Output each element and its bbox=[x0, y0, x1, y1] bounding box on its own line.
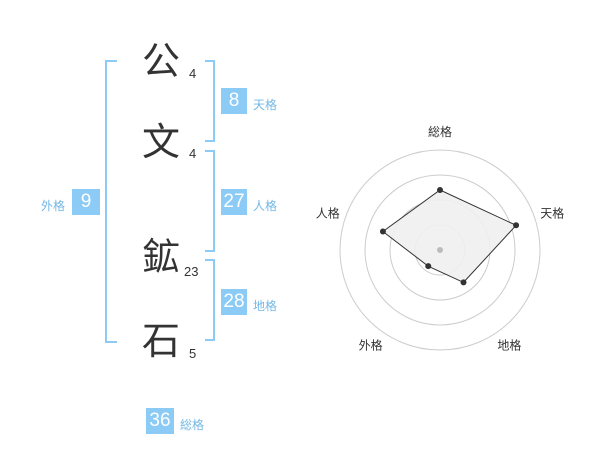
radar-axis-label: 人格 bbox=[316, 206, 340, 221]
radar-point-2 bbox=[513, 222, 520, 229]
name-char-4: 石 bbox=[142, 319, 181, 363]
chikaku-bracket bbox=[205, 259, 215, 341]
gaikaku-value: 9 bbox=[72, 189, 100, 215]
radar-ring bbox=[339, 149, 541, 351]
name-char-1: 公 bbox=[142, 39, 181, 83]
chikaku-label: 地格 bbox=[253, 299, 278, 313]
stroke-count-1: 4 bbox=[189, 66, 197, 81]
radar-point-4 bbox=[425, 263, 432, 270]
radar-point-5 bbox=[379, 228, 386, 235]
stroke-count-4: 5 bbox=[189, 346, 197, 361]
jinkaku-label: 人格 bbox=[253, 199, 278, 213]
gaikaku-bracket bbox=[105, 60, 117, 343]
stroke-count-3: 23 bbox=[184, 264, 199, 279]
radar-axis-label: 総格 bbox=[428, 124, 452, 139]
stroke-count-2: 4 bbox=[189, 146, 197, 161]
soukaku-value: 36 bbox=[146, 408, 174, 434]
name-char-2: 文 bbox=[142, 120, 181, 164]
soukaku-label: 総格 bbox=[180, 418, 205, 432]
gaikaku-label: 外格 bbox=[41, 199, 66, 213]
radar-center-dot bbox=[437, 247, 443, 253]
jinkaku-bracket bbox=[205, 150, 215, 252]
radar-ring bbox=[364, 174, 516, 326]
tenkaku-bracket bbox=[205, 60, 215, 142]
radar-area bbox=[382, 189, 517, 284]
jinkaku-value: 27 bbox=[221, 189, 247, 215]
name-char-3: 鉱 bbox=[142, 235, 181, 279]
tenkaku-label: 天格 bbox=[253, 98, 278, 112]
radar-point-3 bbox=[460, 279, 467, 286]
radar-axis-label: 外格 bbox=[359, 337, 383, 352]
radar-point-1 bbox=[437, 187, 443, 193]
tenkaku-value: 8 bbox=[221, 88, 247, 114]
chikaku-value: 28 bbox=[221, 289, 247, 315]
radar-axis-label: 地格 bbox=[497, 337, 521, 352]
radar-axis-label: 天格 bbox=[540, 206, 564, 221]
